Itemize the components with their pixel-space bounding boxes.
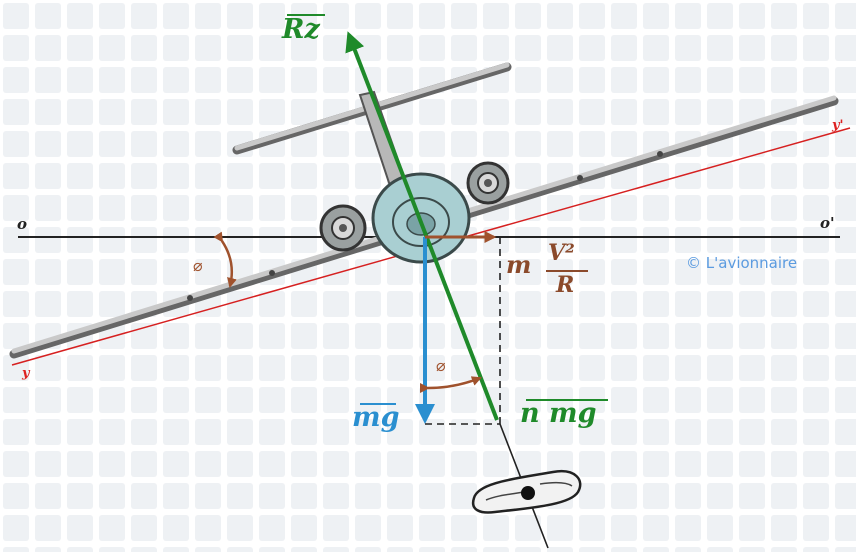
label-centrifugal-numerator: V² <box>548 240 575 266</box>
label-rz: Rz <box>282 14 320 45</box>
load-angle-arc <box>419 376 482 394</box>
control-wheel <box>471 469 582 514</box>
mg-vector-bar <box>360 403 396 405</box>
fraction-bar <box>546 270 588 272</box>
label-mg: mg <box>352 402 400 433</box>
nmg-vector-bar <box>526 399 608 401</box>
rz-vector-bar <box>287 14 325 16</box>
label-centrifugal-m: m <box>506 250 532 279</box>
label-o-right: o' <box>820 214 835 232</box>
load-angle-symbol: ⌀ <box>436 356 446 375</box>
label-nmg: n mg <box>520 398 597 429</box>
bank-angle-arc <box>213 231 237 288</box>
label-y-right: y' <box>832 118 844 133</box>
label-centrifugal-denominator: R <box>556 272 575 298</box>
rz-vector <box>345 31 499 421</box>
bank-angle-symbol: ⌀ <box>193 256 203 275</box>
label-o-left: o <box>17 215 28 233</box>
label-y-left: y <box>22 366 30 381</box>
copyright-text: © L'avionnaire <box>686 254 798 272</box>
